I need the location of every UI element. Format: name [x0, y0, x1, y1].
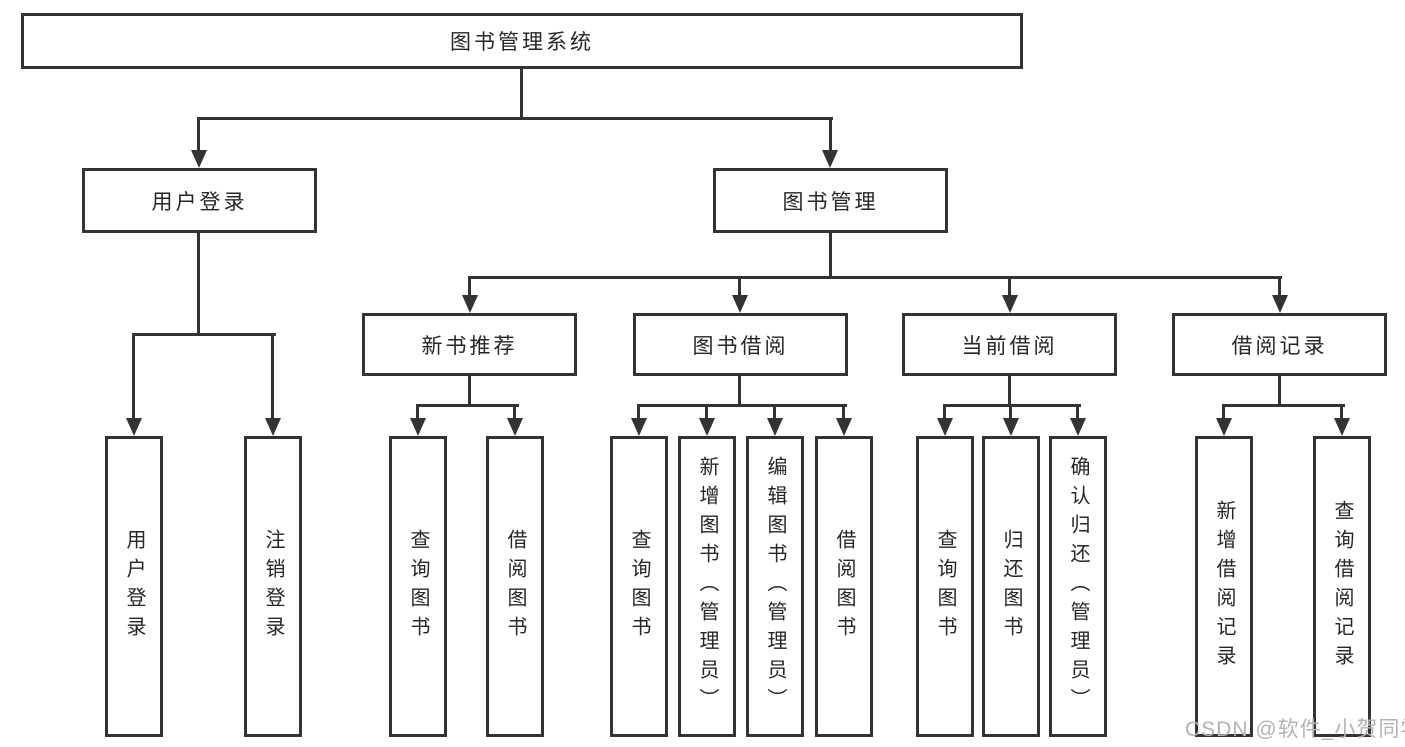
node-book-borrow-label: 图书借阅 [692, 334, 789, 358]
arrow-down-icon [462, 295, 478, 313]
leaf-newbooks-query-label: 查询图书 [407, 528, 429, 645]
arrow-down-icon [1334, 418, 1350, 436]
connector-line [1222, 404, 1225, 419]
leaf-records-query-label: 查询借阅记录 [1331, 499, 1353, 674]
leaf-borrow-edit-label: 编辑图书（管理员） [764, 456, 786, 717]
arrow-down-icon [265, 418, 281, 436]
arrow-down-icon [126, 418, 142, 436]
connector-line [197, 117, 833, 120]
node-root: 图书管理系统 [21, 13, 1023, 69]
connector-line [773, 404, 776, 419]
connector-line [738, 276, 741, 296]
arrow-down-icon [410, 418, 426, 436]
arrow-down-icon [1272, 295, 1288, 313]
leaf-borrow-borrow: 借阅图书 [815, 436, 873, 737]
leaf-user-login-label: 用户登录 [123, 528, 145, 645]
node-user-login-label: 用户登录 [151, 190, 248, 214]
node-user-login: 用户登录 [82, 168, 317, 233]
arrow-down-icon [699, 418, 715, 436]
arrow-down-icon [836, 418, 852, 436]
connector-line [1076, 404, 1079, 419]
leaf-newbooks-borrow: 借阅图书 [486, 436, 544, 737]
leaf-current-query: 查询图书 [916, 436, 974, 737]
connector-line [829, 233, 832, 278]
leaf-current-confirm-label: 确认归还（管理员） [1067, 456, 1089, 717]
node-current-borrow: 当前借阅 [902, 313, 1117, 376]
leaf-borrow-query: 查询图书 [610, 436, 668, 737]
connector-line [416, 404, 519, 407]
leaf-newbooks-query: 查询图书 [389, 436, 447, 737]
arrow-down-icon [631, 418, 647, 436]
connector-line [1008, 376, 1011, 407]
arrow-down-icon [1002, 295, 1018, 313]
connector-line [637, 404, 640, 419]
node-borrow-records-label: 借阅记录 [1231, 334, 1328, 358]
arrow-down-icon [507, 418, 523, 436]
arrow-down-icon [1003, 418, 1019, 436]
node-new-books-label: 新书推荐 [421, 334, 518, 358]
connector-line [1340, 404, 1343, 419]
node-new-books: 新书推荐 [362, 313, 577, 376]
connector-line [1009, 404, 1012, 419]
watermark: CSDN @软件_小贺同学 [1185, 718, 1405, 741]
node-root-label: 图书管理系统 [450, 31, 594, 54]
leaf-newbooks-borrow-label: 借阅图书 [504, 528, 526, 645]
arrow-down-icon [732, 295, 748, 313]
arrow-down-icon [767, 418, 783, 436]
connector-line [705, 404, 708, 419]
arrow-down-icon [1216, 418, 1232, 436]
arrow-down-icon [191, 150, 207, 168]
connector-line [829, 117, 832, 151]
connector-line [637, 404, 847, 407]
arrow-down-icon [1070, 418, 1086, 436]
node-book-mgmt: 图书管理 [713, 168, 948, 233]
connector-line [468, 276, 471, 296]
leaf-logout-label: 注销登录 [262, 528, 284, 645]
leaf-user-login: 用户登录 [105, 436, 163, 737]
leaf-current-return: 归还图书 [982, 436, 1040, 737]
node-borrow-records: 借阅记录 [1172, 313, 1387, 376]
connector-line [842, 404, 845, 419]
leaf-current-query-label: 查询图书 [934, 528, 956, 645]
connector-line [1278, 276, 1281, 296]
leaf-borrow-borrow-label: 借阅图书 [833, 528, 855, 645]
node-current-borrow-label: 当前借阅 [961, 334, 1058, 358]
connector-line [738, 376, 741, 407]
leaf-borrow-query-label: 查询图书 [628, 528, 650, 645]
connector-line [1008, 276, 1011, 296]
leaf-current-confirm: 确认归还（管理员） [1049, 436, 1107, 737]
connector-line [132, 333, 276, 336]
leaf-borrow-add: 新增图书（管理员） [678, 436, 736, 737]
leaf-current-return-label: 归还图书 [1000, 528, 1022, 645]
connector-line [416, 404, 419, 419]
connector-line [197, 117, 200, 151]
leaf-records-add-label: 新增借阅记录 [1213, 499, 1235, 674]
leaf-borrow-add-label: 新增图书（管理员） [696, 456, 718, 717]
node-book-borrow: 图书借阅 [633, 313, 848, 376]
leaf-borrow-edit: 编辑图书（管理员） [746, 436, 804, 737]
connector-line [943, 404, 946, 419]
connector-line [197, 233, 200, 336]
connector-line [271, 333, 274, 419]
leaf-records-query: 查询借阅记录 [1313, 436, 1371, 737]
connector-line [1278, 376, 1281, 407]
leaf-logout: 注销登录 [244, 436, 302, 737]
connector-line [943, 404, 1081, 407]
connector-line [513, 404, 516, 419]
node-book-mgmt-label: 图书管理 [782, 190, 879, 214]
leaf-records-add: 新增借阅记录 [1195, 436, 1253, 737]
arrow-down-icon [822, 150, 838, 168]
connector-line [468, 376, 471, 407]
arrow-down-icon [937, 418, 953, 436]
connector-line [468, 276, 1282, 279]
connector-line [132, 333, 135, 419]
connector-line [520, 69, 523, 118]
connector-line [1222, 404, 1345, 407]
